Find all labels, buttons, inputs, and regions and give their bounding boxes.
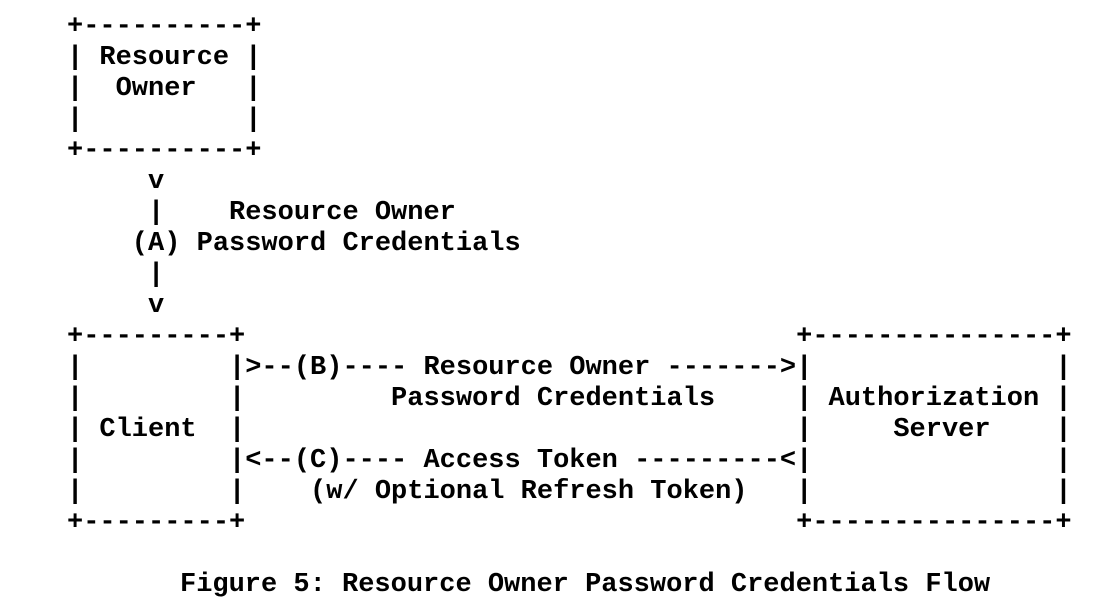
figure-caption: Figure 5: Resource Owner Password Creden… — [180, 570, 991, 600]
oauth-password-credentials-flow-diagram: +----------+ | Resource | | Owner | | | … — [67, 12, 1072, 538]
